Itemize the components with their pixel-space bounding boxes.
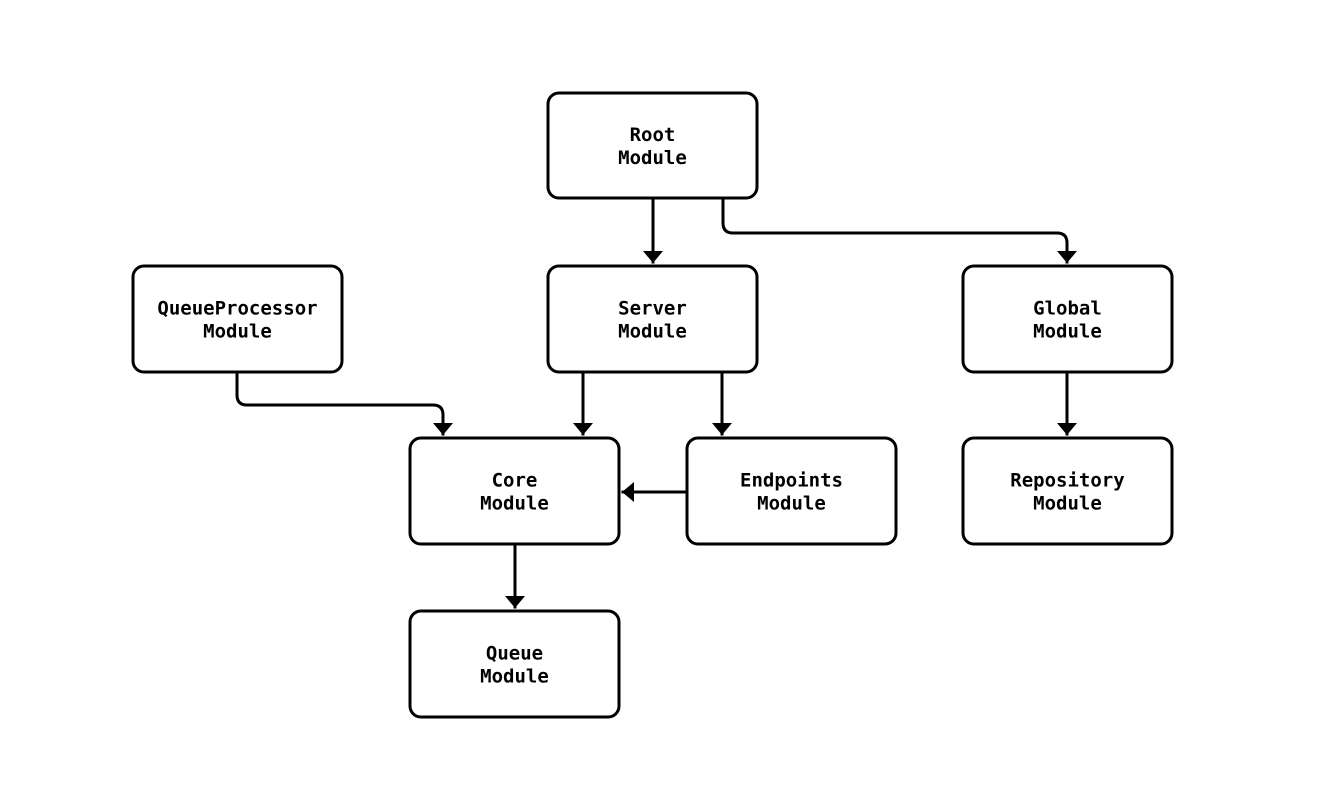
edge-queueprocessor-core xyxy=(235,371,453,436)
edge-root-global xyxy=(721,197,1077,264)
node-server-box xyxy=(546,264,759,374)
node-core-box xyxy=(408,436,621,546)
node-endpoints-box xyxy=(685,436,898,546)
node-global-box xyxy=(961,264,1174,374)
node-queue-box xyxy=(408,609,621,719)
node-queueprocessor-box xyxy=(131,264,344,374)
node-repository-box xyxy=(961,436,1174,546)
node-root-box xyxy=(546,91,759,200)
